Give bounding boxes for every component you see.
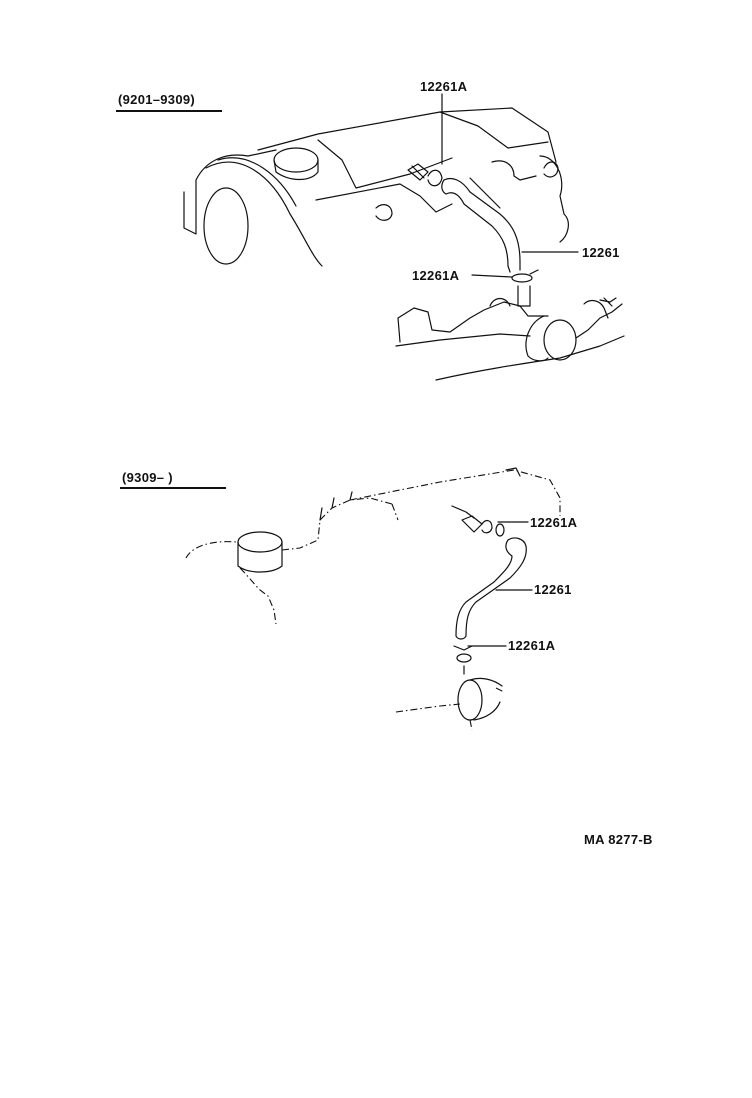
label-clamp-bottom-early: 12261A <box>412 268 460 283</box>
label-clamp-top-late: 12261A <box>530 515 578 530</box>
clamp-lower-early <box>511 269 539 283</box>
label-hose-early: 12261 <box>582 245 620 260</box>
hose-early <box>441 177 521 273</box>
hose-late <box>455 537 527 640</box>
engine-head-early <box>183 107 569 267</box>
intake-manifold-early <box>395 285 625 381</box>
engine-head-late <box>185 467 561 625</box>
range-label-late: (9309– ) <box>122 470 173 485</box>
intake-late <box>395 665 505 731</box>
pcv-valve-early <box>407 163 443 187</box>
leader-clamp-bottom-early <box>471 274 513 278</box>
label-clamp-top-early: 12261A <box>420 79 468 94</box>
label-hose-late: 12261 <box>534 582 572 597</box>
range-label-early: (9201–9309) <box>118 92 195 107</box>
clamp-lower-late <box>453 645 473 663</box>
figure-code: MA 8277-B <box>584 832 653 847</box>
section-early: (9201–9309) <box>116 79 625 381</box>
section-late: (9309– ) <box>120 467 578 731</box>
label-clamp-bottom-late: 12261A <box>508 638 556 653</box>
pcv-valve-late <box>451 505 505 537</box>
